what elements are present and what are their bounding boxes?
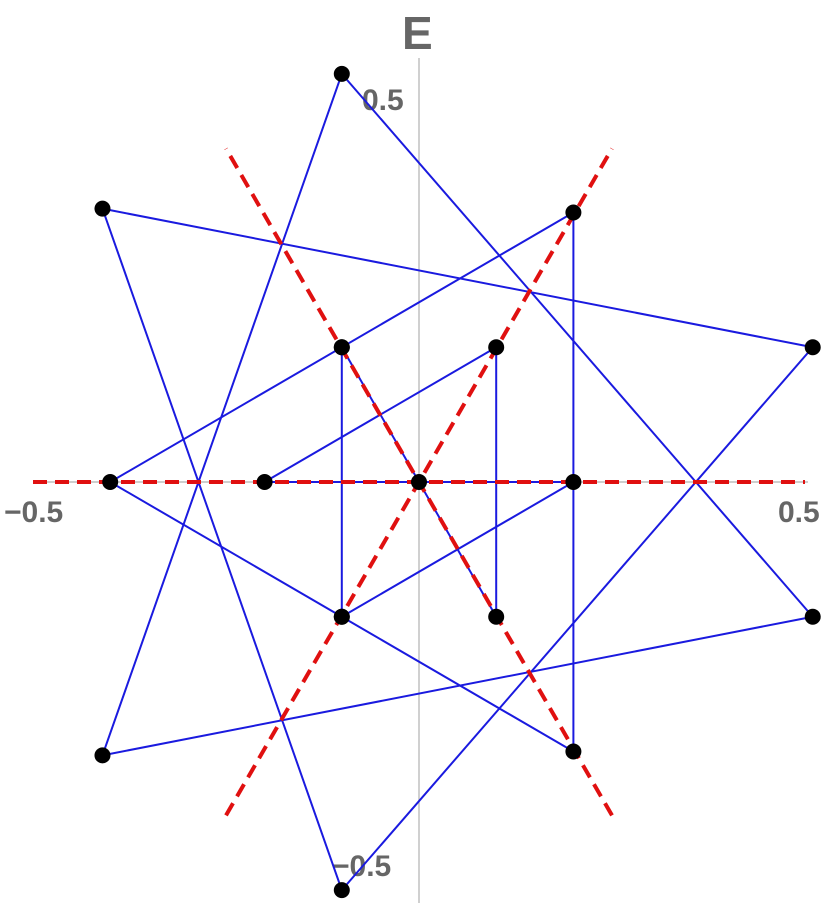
data-point (94, 747, 111, 764)
polygon-edge (102, 615, 813, 757)
data-point (102, 474, 119, 490)
data-point (94, 200, 111, 217)
data-point (411, 474, 427, 490)
data-point (488, 339, 505, 356)
polygon-edge (341, 73, 814, 618)
data-point (333, 882, 350, 899)
data-point (565, 204, 582, 221)
data-points (94, 65, 821, 899)
data-point (565, 474, 582, 490)
y-tick-label: 0.5 (362, 84, 404, 117)
data-point (804, 608, 821, 625)
chart-title: E (402, 7, 433, 59)
x-tick-label: 0.5 (778, 496, 820, 529)
polygon-edge (101, 73, 343, 756)
polygon-edge (102, 207, 813, 349)
polygon-edge (341, 481, 574, 618)
data-point (333, 65, 350, 82)
data-point (333, 339, 350, 356)
polygon-edge (101, 208, 343, 891)
data-point (256, 474, 273, 490)
data-point (565, 743, 582, 760)
data-point (804, 339, 821, 356)
data-point (333, 608, 350, 625)
x-tick-label: −0.5 (4, 496, 63, 529)
polygon-edge (341, 346, 814, 891)
data-point (488, 608, 505, 625)
